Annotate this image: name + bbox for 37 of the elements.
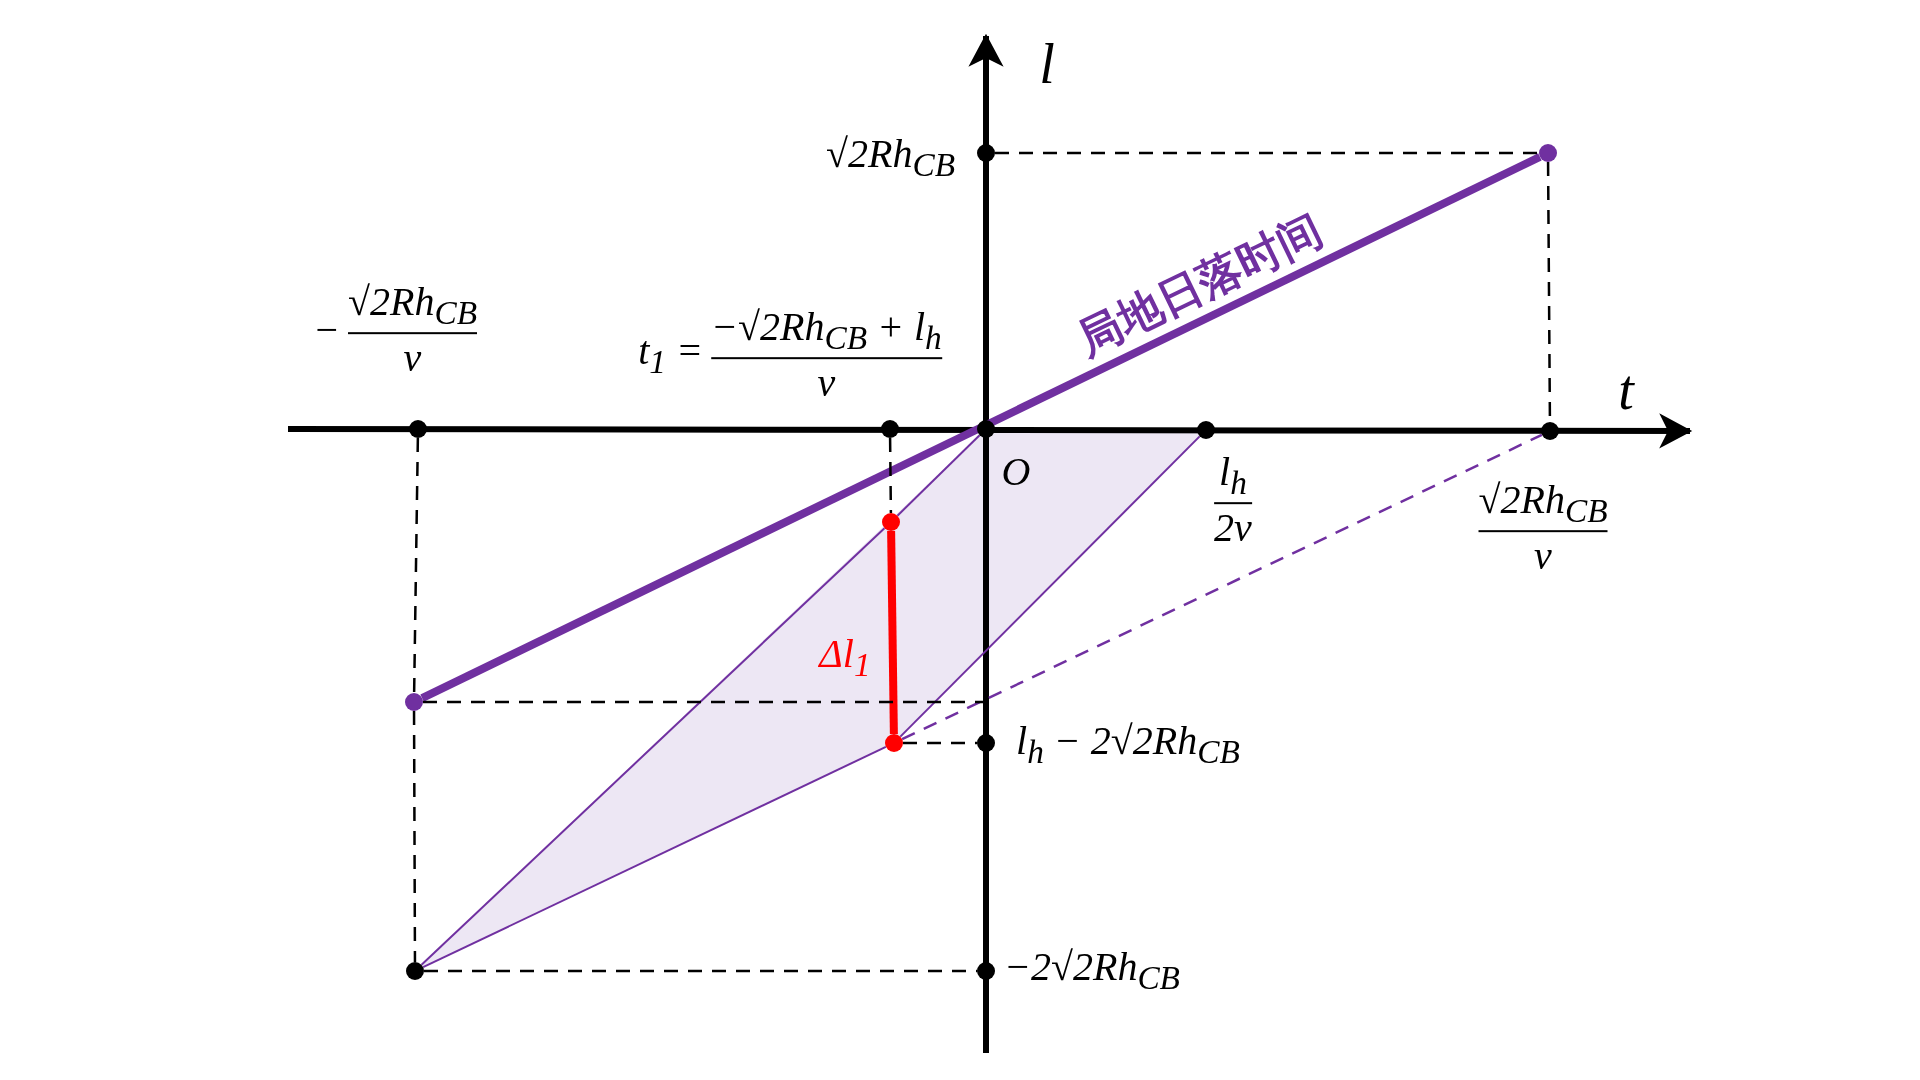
data-point (977, 420, 995, 438)
line-segment (887, 530, 898, 735)
data-point (406, 962, 424, 980)
dashed-line (901, 433, 1543, 741)
data-point (1197, 421, 1215, 439)
data-point (409, 420, 427, 438)
data-point (977, 734, 995, 752)
data-point (1539, 144, 1557, 162)
dashed-line (423, 700, 986, 704)
dashed-line (412, 437, 420, 694)
math-label: t$_{1}$ = −√2Rh$_{CB}$ + l$_{h}$ v (638, 305, 942, 405)
math-label: √2Rh$_{CB}$ v (1478, 478, 1608, 578)
math-label: l$_{h}$ 2v (1214, 450, 1252, 550)
line-segment (896, 434, 981, 517)
axis-label: l (1039, 32, 1055, 96)
math-label: O (1001, 450, 1031, 494)
data-point (405, 693, 423, 711)
edge-label: 局地日落时间 (1069, 203, 1331, 366)
line-segment (899, 435, 1201, 738)
data-point (977, 962, 995, 980)
data-point (885, 734, 903, 752)
dashed-line (888, 438, 893, 513)
axis-label: t (1618, 358, 1634, 422)
data-point (881, 420, 899, 438)
edge-label: Δl$_{1}$ (819, 630, 871, 684)
line-segment (420, 527, 886, 966)
line-segment (420, 153, 1542, 702)
line-segment (422, 745, 887, 969)
dashed-line (903, 741, 977, 745)
math-label: √2Rh$_{CB}$ (826, 132, 955, 184)
dashed-line (412, 711, 417, 962)
data-point (882, 513, 900, 531)
data-point (1541, 422, 1559, 440)
math-label: −2√2Rh$_{CB}$ (1004, 945, 1180, 997)
data-point (977, 144, 995, 162)
dashed-line (995, 151, 1539, 155)
math-label: l$_{h}$ − 2√2Rh$_{CB}$ (1016, 719, 1240, 771)
